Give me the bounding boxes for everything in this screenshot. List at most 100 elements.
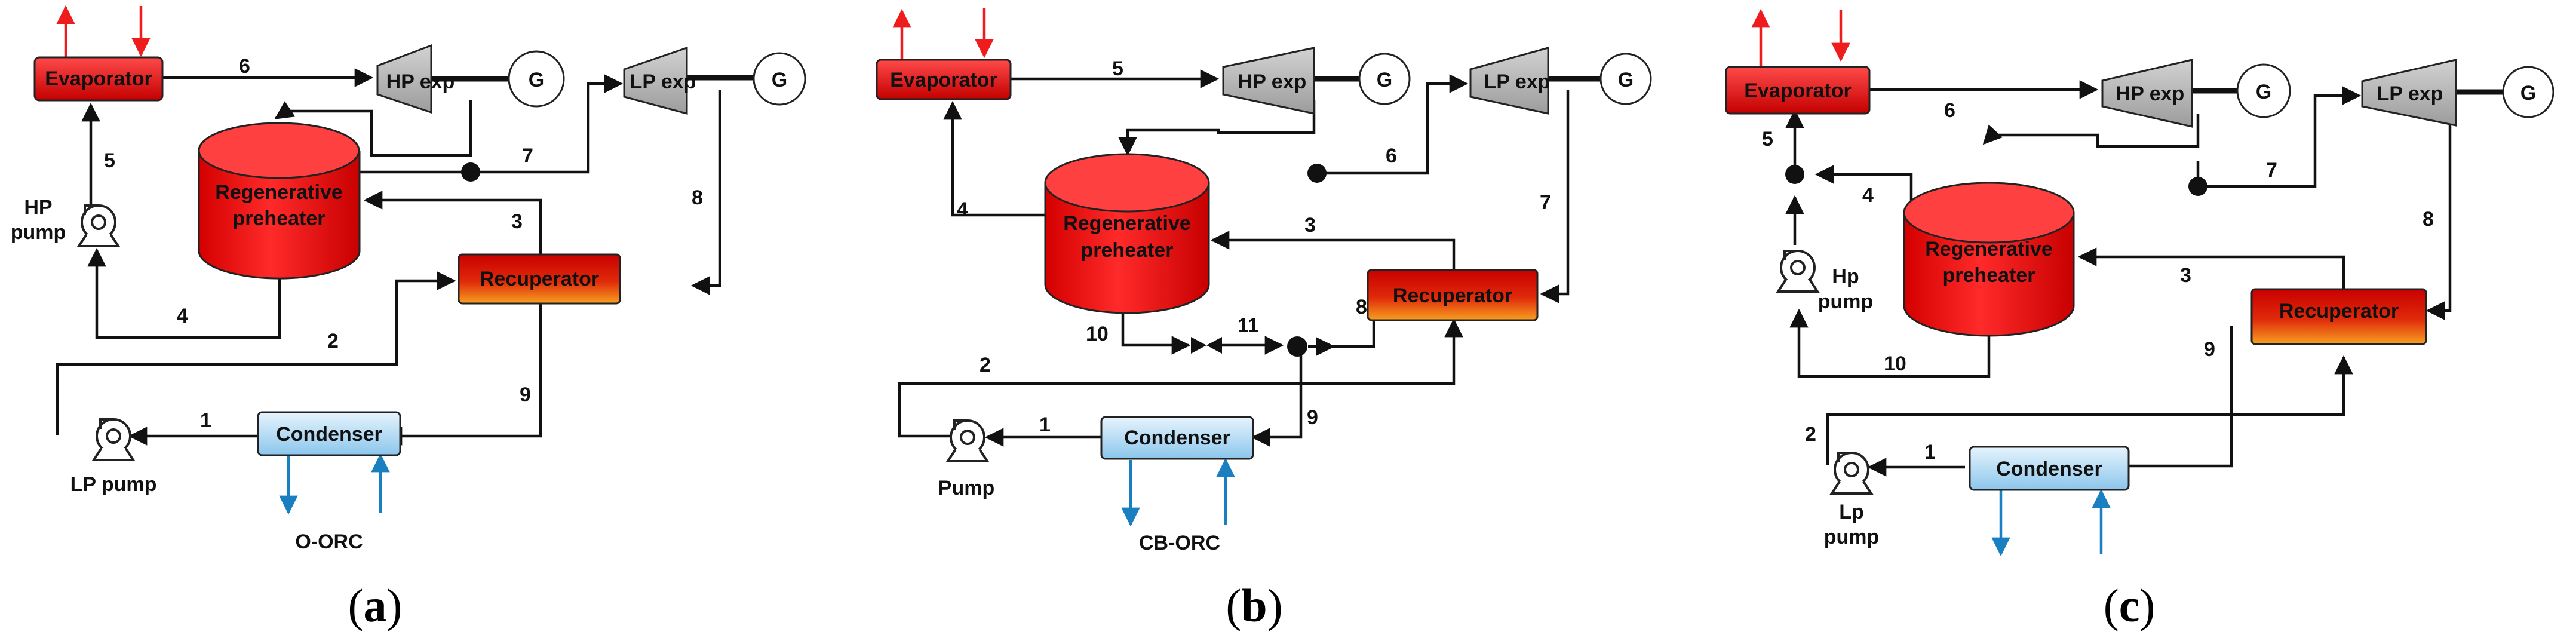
evaporator-box	[876, 59, 1012, 100]
preheater-label-line1: Regenerative	[1925, 238, 2053, 260]
evaporator-label: Evaporator	[890, 69, 997, 91]
preheater-top	[1903, 182, 2075, 244]
hp-pump-label-line2: pump	[1818, 290, 1874, 313]
pump-icon	[945, 419, 990, 462]
stream-number: 9	[1307, 406, 1318, 429]
caption-a: (a)	[348, 579, 403, 631]
stream-4-line	[87, 247, 281, 339]
preheater-top	[1044, 153, 1210, 213]
stream-number: 1	[1039, 413, 1051, 436]
generator-hp-label: G	[1377, 69, 1392, 91]
hp-expander-label: HP exp	[1238, 70, 1307, 93]
stream-bleed-line	[1118, 100, 1316, 157]
stream-number: 5	[104, 149, 115, 172]
stream-number: 4	[1862, 184, 1874, 207]
stream-number: 2	[327, 330, 339, 352]
condenser-label: Condenser	[276, 423, 382, 446]
evaporator-label: Evaporator	[1744, 79, 1852, 102]
stream-number: 2	[1805, 423, 1816, 446]
generator-icon	[1599, 53, 1652, 105]
lp-pump-label: LP pump	[70, 473, 157, 496]
stream-number: 2	[980, 354, 991, 376]
stream-4-line	[1814, 165, 1913, 209]
recuperator-box	[458, 253, 621, 305]
recuperator-box	[2250, 288, 2427, 345]
stream-number: 6	[1944, 99, 1955, 122]
stream-number: 1	[1924, 441, 1936, 464]
evaporator-box	[1725, 66, 1871, 115]
stream-number: 9	[2204, 338, 2215, 361]
stream-9-line	[383, 299, 542, 446]
pump-icon	[91, 418, 136, 461]
mixing-node-icon	[2188, 177, 2207, 196]
hp-expander-label: HP exp	[386, 70, 455, 93]
generator-icon	[1358, 53, 1411, 105]
caption-c: (c)	[2104, 579, 2156, 631]
evaporator-box	[33, 56, 164, 102]
recuperator-box	[1367, 269, 1539, 321]
recuperator-label: Recuperator	[2279, 300, 2399, 323]
hp-expander	[1222, 47, 1315, 115]
stream-number: 7	[522, 145, 533, 167]
lp-expander	[623, 46, 688, 115]
condenser-box	[257, 411, 401, 456]
stream-bleed-line	[274, 100, 472, 157]
generator-hp-label: G	[529, 69, 544, 91]
generator-icon	[508, 50, 565, 108]
stream-number: 3	[511, 210, 523, 233]
condenser-label: Condenser	[1996, 458, 2102, 480]
config-label: CB-ORC	[1139, 532, 1220, 554]
config-label: O-ORC	[295, 530, 363, 553]
condenser-box	[1100, 416, 1254, 460]
stream-number: 11	[1238, 314, 1259, 337]
mixing-node-icon	[1287, 336, 1307, 357]
generator-icon	[2236, 63, 2291, 118]
stream-2-line	[56, 271, 456, 435]
stream-2-line	[1826, 355, 2353, 465]
regenerative-preheater	[198, 151, 361, 280]
stream-3-line	[1210, 231, 1456, 270]
caption-b: (b)	[1226, 579, 1282, 631]
hp-pump-label-line1: HP	[24, 196, 52, 219]
stream-number: 8	[1356, 296, 1367, 318]
stream-number: 7	[1540, 191, 1551, 214]
recuperator-label: Recuperator	[1393, 284, 1512, 307]
stream-number: 4	[957, 198, 968, 221]
stream-2-line	[898, 318, 1463, 438]
mixing-node-icon	[1785, 165, 1804, 184]
stream-number: 4	[177, 305, 188, 327]
stream-number: 10	[1884, 352, 1906, 375]
stream-8-line	[2425, 102, 2452, 320]
condenser-box	[1969, 446, 2130, 491]
stream-7-line	[1540, 90, 1570, 303]
preheater-label-line2: preheater	[233, 207, 326, 230]
hp-expander-label: HP exp	[2116, 82, 2185, 105]
generator-lp-label: G	[772, 69, 787, 91]
stream-number: 6	[1386, 145, 1397, 167]
stream-3-line	[2077, 247, 2345, 294]
stream-bleed-line	[1982, 114, 2200, 148]
generator-lp-label: G	[2520, 82, 2536, 105]
lp-expander-label: LP exp	[1484, 70, 1550, 93]
preheater-label-line2: preheater	[1081, 239, 1174, 262]
hp-expander	[2101, 59, 2193, 128]
stream-9-line	[1251, 352, 1303, 447]
regenerative-preheater	[1903, 213, 2075, 337]
hp-expander	[376, 44, 432, 114]
preheater-label-line2: preheater	[1943, 264, 2035, 287]
lp-expander-label: LP exp	[630, 70, 696, 93]
stream-8-line	[690, 90, 721, 295]
stream-number: 7	[2266, 159, 2277, 182]
panel-b: Evaporator HP exp LP exp G G Regenerativ…	[876, 8, 1652, 631]
hp-pump-label-line2: pump	[11, 221, 66, 244]
stream-number: 5	[1762, 128, 1773, 151]
panel-a: Evaporator HP exp LP exp G G Regenerativ…	[11, 5, 806, 631]
preheater-label-line1: Regenerative	[1063, 212, 1191, 235]
stream-4-line	[943, 100, 1046, 217]
generator-icon	[2502, 66, 2554, 118]
generator-hp-label: G	[2256, 81, 2271, 103]
stream-number: 1	[200, 409, 211, 432]
lp-expander-label: LP exp	[2377, 82, 2443, 105]
pump-label: Pump	[938, 477, 994, 499]
